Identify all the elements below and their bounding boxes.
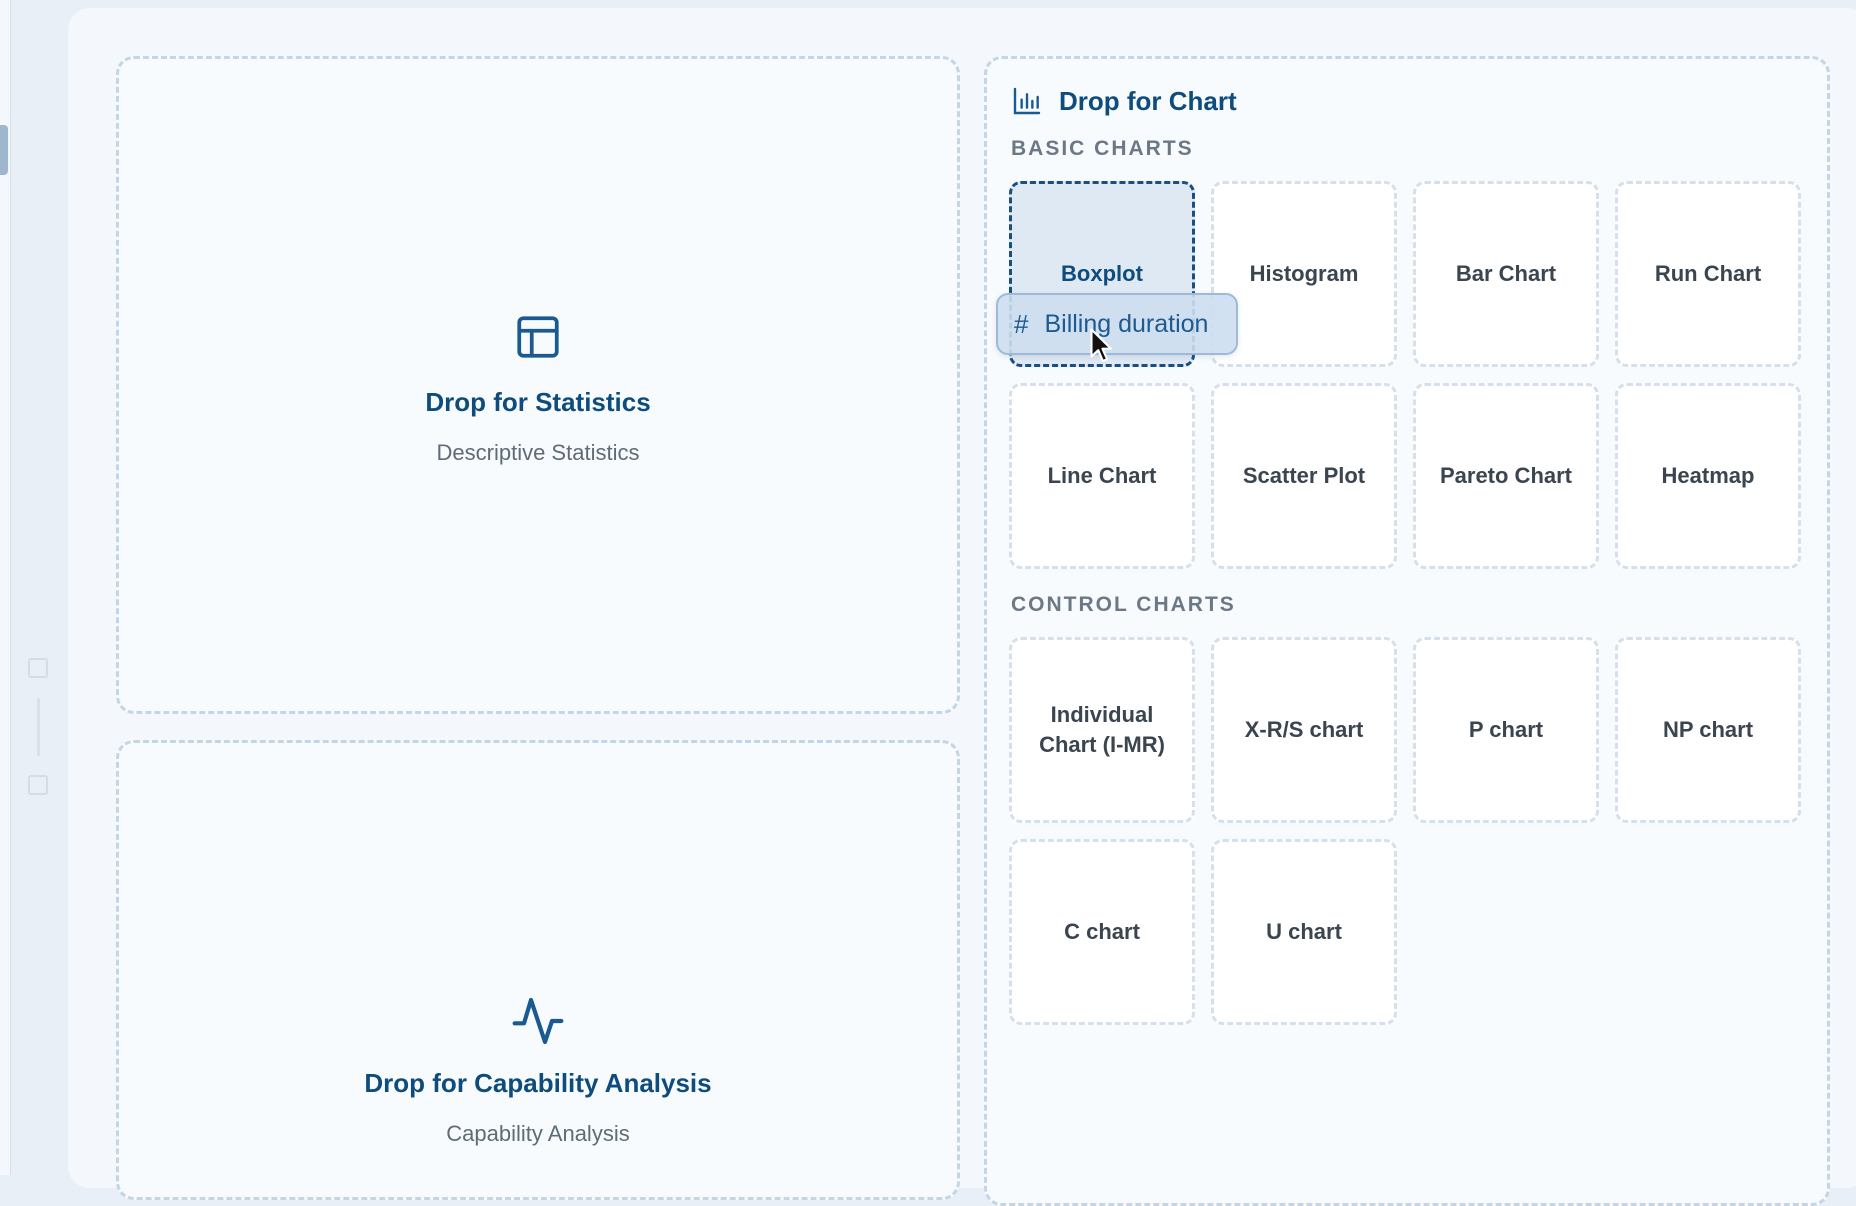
chart-tile-scatter-plot[interactable]: Scatter Plot (1211, 383, 1397, 569)
rail-scroll-indicator[interactable] (0, 125, 8, 175)
hash-icon: # (1014, 308, 1029, 339)
control-charts-label: CONTROL CHARTS (1011, 593, 1236, 616)
capability-subtitle: Capability Analysis (446, 1121, 630, 1146)
chart-tile-c-chart[interactable]: C chart (1009, 839, 1195, 1025)
pulse-icon (512, 997, 564, 1045)
chart-tile-p-chart[interactable]: P chart (1413, 637, 1599, 823)
dragged-field-label: Billing duration (1044, 309, 1209, 338)
expand-panel-icon[interactable] (28, 775, 48, 795)
dragged-field-chip[interactable]: # Billing duration (996, 293, 1238, 355)
chart-tile-np-chart[interactable]: NP chart (1615, 637, 1801, 823)
chart-tile-xrs-chart[interactable]: X-R/S chart (1211, 637, 1397, 823)
mouse-cursor-icon (1090, 328, 1113, 363)
chart-tile-histogram[interactable]: Histogram (1211, 181, 1397, 367)
chart-tile-run-chart[interactable]: Run Chart (1615, 181, 1801, 367)
chart-tile-line-chart[interactable]: Line Chart (1009, 383, 1195, 569)
chart-tile-heatmap[interactable]: Heatmap (1615, 383, 1801, 569)
left-rail (0, 0, 11, 1175)
chart-tile-individual-chart[interactable]: Individual Chart (I-MR) (1009, 637, 1195, 823)
chart-tile-u-chart[interactable]: U chart (1211, 839, 1397, 1025)
bar-chart-icon (1013, 87, 1041, 115)
capability-title: Drop for Capability Analysis (364, 1068, 712, 1098)
capability-drop-zone[interactable]: Drop for Capability Analysis Capability … (116, 740, 960, 1200)
rail-divider (37, 698, 40, 756)
table-icon (517, 316, 559, 358)
basic-charts-label: BASIC CHARTS (1011, 137, 1194, 160)
chart-drop-zone[interactable]: Drop for Chart BASIC CHARTS Boxplot Hist… (984, 56, 1830, 1206)
chart-zone-header: Drop for Chart (1011, 85, 1237, 117)
chart-tile-pareto-chart[interactable]: Pareto Chart (1413, 383, 1599, 569)
statistics-drop-zone[interactable]: Drop for Statistics Descriptive Statisti… (116, 56, 960, 714)
collapse-panel-icon[interactable] (28, 658, 48, 678)
chart-zone-title: Drop for Chart (1059, 85, 1237, 116)
statistics-title: Drop for Statistics (425, 387, 651, 417)
chart-tile-bar-chart[interactable]: Bar Chart (1413, 181, 1599, 367)
statistics-subtitle: Descriptive Statistics (436, 440, 640, 465)
